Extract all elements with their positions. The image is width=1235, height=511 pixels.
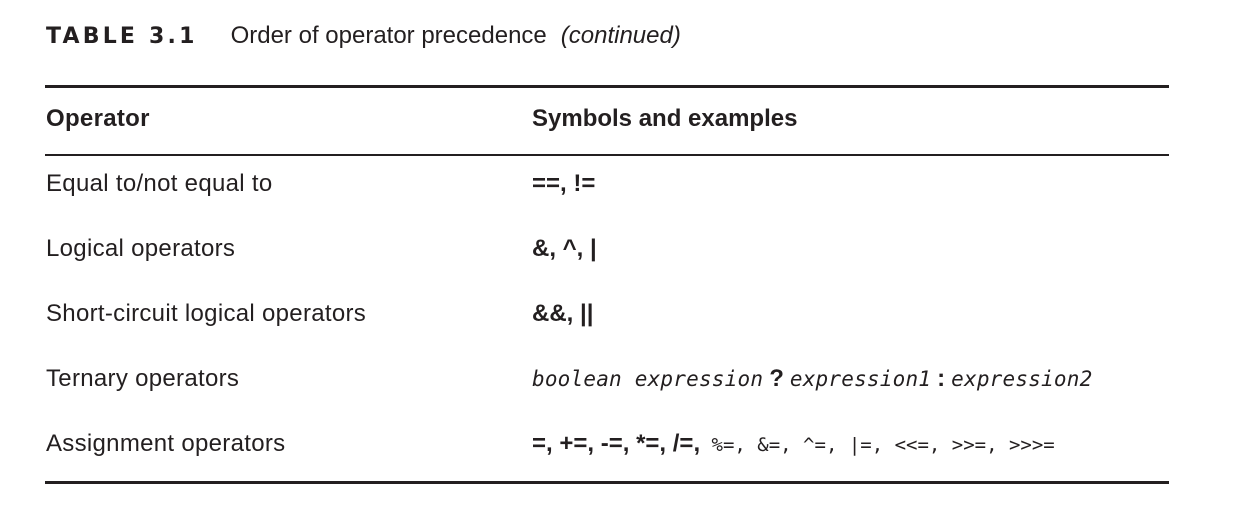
continued-note: (continued)	[560, 22, 681, 49]
table-row: Ternary operators boolean expression ? e…	[46, 359, 1168, 399]
table-row: Assignment operators =, +=, -=, *=, /=, …	[46, 424, 1168, 464]
symbols-cell: =, +=, -=, *=, /=, %=, &=, ^=, |=, <<=, …	[532, 430, 1055, 458]
ternary-condition: boolean expression	[532, 367, 764, 391]
ternary-colon: :	[937, 365, 946, 392]
assignment-light-symbols: %=, &=, ^=, |=, <<=, >>=, >>>=	[700, 434, 1055, 456]
symbols-cell: ==, !=	[532, 170, 596, 197]
table-row: Equal to/not equal to ==, !=	[46, 164, 1168, 204]
table-title: Order of operator precedence	[230, 22, 547, 49]
operator-cell: Short-circuit logical operators	[46, 300, 367, 327]
operator-cell: Assignment operators	[46, 430, 286, 457]
ternary-question-mark: ?	[769, 365, 784, 392]
header-operator: Operator	[46, 105, 150, 132]
bottom-rule	[45, 481, 1169, 484]
header-symbols: Symbols and examples	[532, 105, 798, 132]
operator-cell: Ternary operators	[46, 365, 240, 392]
top-rule	[45, 85, 1169, 88]
table-caption: TABLE 3.1 Order of operator precedence (…	[46, 18, 681, 54]
operator-cell: Equal to/not equal to	[46, 170, 273, 197]
header-row: Operator Symbols and examples	[46, 99, 1168, 139]
assignment-bold-symbols: =, +=, -=, *=, /=,	[532, 430, 701, 457]
ternary-expression1: expression1	[789, 367, 932, 391]
table-row: Logical operators &, ^, |	[46, 229, 1168, 269]
table-row: Short-circuit logical operators &&, ||	[46, 294, 1168, 334]
symbols-cell: &&, ||	[532, 300, 594, 327]
header-rule	[45, 154, 1169, 156]
table-number: TABLE 3.1	[46, 23, 198, 49]
ternary-expression2: expression2	[951, 367, 1093, 391]
symbols-cell: boolean expression ? expression1 : expre…	[532, 365, 1092, 393]
operator-cell: Logical operators	[46, 235, 236, 262]
symbols-cell: &, ^, |	[532, 235, 597, 262]
